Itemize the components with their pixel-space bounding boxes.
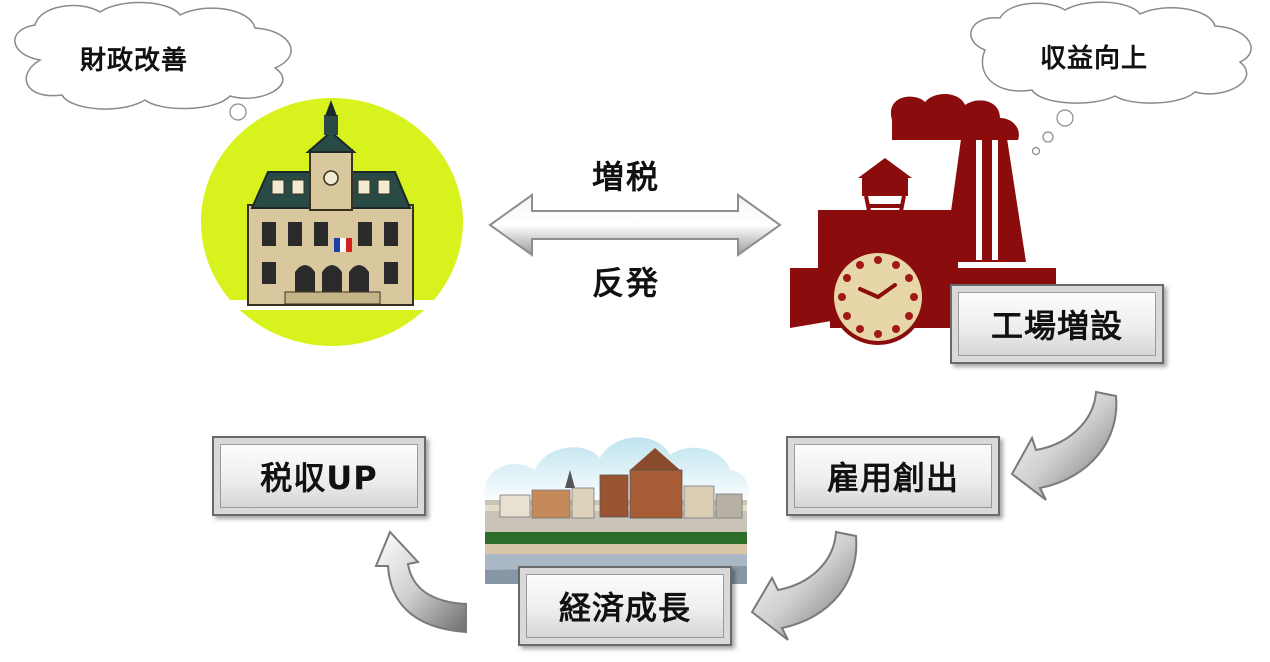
box-job-creation: 雇用創出 xyxy=(786,436,1000,516)
townscape-illustration xyxy=(484,437,750,584)
arrow-label-top: 増税 xyxy=(592,158,661,196)
cloud-label-left: 財政改善 xyxy=(80,46,189,76)
thought-cloud-right xyxy=(970,1,1252,156)
box-factory-expansion: 工場増設 xyxy=(950,284,1164,364)
curved-arrow-employment-to-growth xyxy=(750,530,858,641)
curved-arrow-growth-to-tax xyxy=(374,530,467,634)
town-hall-illustration xyxy=(201,98,463,346)
cloud-label-right: 収益向上 xyxy=(1040,44,1149,74)
arrow-label-bottom: 反発 xyxy=(592,264,661,302)
box-tax-revenue-up: 税収UP xyxy=(212,436,426,516)
box-economic-growth: 経済成長 xyxy=(518,566,732,646)
double-headed-arrow xyxy=(488,193,782,257)
factory-illustration xyxy=(790,94,1056,345)
curved-arrow-factory-to-employment xyxy=(1010,390,1118,501)
